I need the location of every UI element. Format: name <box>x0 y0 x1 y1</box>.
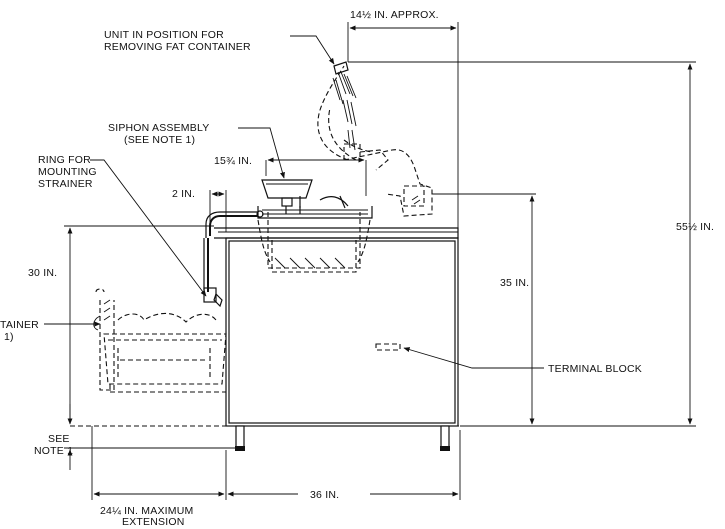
label-dim-36: 36 IN. <box>310 489 339 501</box>
raised-position-outline <box>317 61 433 217</box>
siphon-assembly <box>203 179 313 308</box>
label-ring-line2: MOUNTING <box>38 166 97 178</box>
label-dim-2: 2 IN. <box>172 188 195 200</box>
rear-leg <box>440 425 450 449</box>
label-ring-line3: STRAINER <box>38 178 93 190</box>
label-unit-position-line2: REMOVING FAT CONTAINER <box>104 41 251 53</box>
fat-container <box>93 288 227 393</box>
terminal-block <box>375 343 401 351</box>
label-dim-30: 30 IN. <box>28 267 57 279</box>
label-terminal-block: TERMINAL BLOCK <box>548 363 642 375</box>
dimension-lines <box>64 22 696 500</box>
label-approx-width: 14½ IN. APPROX. <box>350 9 439 21</box>
label-container-line2: 1) <box>4 331 14 343</box>
label-container-line1: TAINER <box>0 319 39 331</box>
fry-pot <box>257 195 373 273</box>
label-siphon-line2: (SEE NOTE 1) <box>124 134 195 146</box>
front-leg <box>235 425 245 449</box>
label-unit-position-line1: UNIT IN POSITION FOR <box>104 29 224 41</box>
leader-lines <box>44 35 544 369</box>
label-dim-15-75: 15¾ IN. <box>214 155 252 167</box>
label-siphon-line1: SIPHON ASSEMBLY <box>108 122 209 134</box>
label-dim-24-25-line1: 24¼ IN. MAXIMUM <box>100 505 193 517</box>
label-see-note-line1: SEE <box>48 433 70 445</box>
label-dim-55-5: 55½ IN. <box>676 221 714 233</box>
label-ring-line1: RING FOR <box>38 154 91 166</box>
label-dim-35: 35 IN. <box>500 277 529 289</box>
text-labels: UNIT IN POSITION FOR REMOVING FAT CONTAI… <box>0 9 714 528</box>
label-dim-24-25-line2: EXTENSION <box>122 516 184 528</box>
label-see-note-line2: NOTE 1 <box>34 445 73 457</box>
